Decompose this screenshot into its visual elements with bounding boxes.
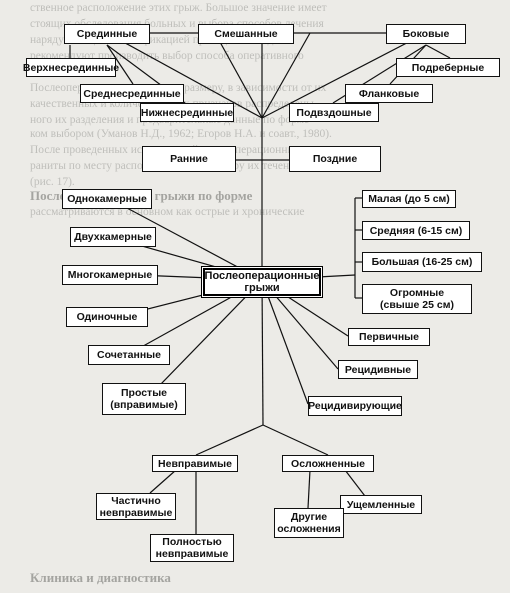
node-srednesredinnye: Среднесрединные <box>80 84 184 103</box>
background-text-line: ком выбором (Уманов Н.Д., 1962; Егоров Н… <box>30 128 332 140</box>
node-podrebernye: Подреберные <box>396 58 500 77</box>
node-chastichno-nevpravimye: Частично невправимые <box>96 493 176 520</box>
node-oslozhnennye: Осложненные <box>282 455 374 472</box>
node-flankovye: Фланковые <box>345 84 433 103</box>
connector-line <box>111 199 263 281</box>
node-retsidivnye: Рецидивные <box>338 360 418 379</box>
node-sredinnye: Срединные <box>64 24 150 44</box>
background-text-line: ственное расположение этих грыж. Большое… <box>30 2 327 14</box>
node-pozdnie: Поздние <box>289 146 381 172</box>
node-srednyaya: Средняя (6-15 см) <box>362 221 470 240</box>
node-uschemlennye: Ущемленные <box>340 495 422 514</box>
connector-line <box>425 44 451 59</box>
connector-line <box>214 32 263 119</box>
background-text-line: Клиника и диагностика <box>30 570 171 585</box>
node-smeshannye: Смешанные <box>198 24 294 44</box>
connector-line <box>149 469 177 494</box>
node-sochetannye: Сочетанные <box>88 345 170 365</box>
connector-line <box>106 32 263 119</box>
node-podvzdoshnye: Подвздошные <box>289 103 379 122</box>
connector-line <box>106 44 134 85</box>
node-mnogokamernye: Многокамерные <box>62 265 158 285</box>
connector-line <box>262 424 329 456</box>
node-nevpravimye: Невправимые <box>152 455 238 472</box>
node-odinochnye: Одиночные <box>66 307 148 327</box>
node-bokovye: Боковые <box>386 24 466 44</box>
node-prostye: Простые (вправимые) <box>102 383 186 415</box>
node-malaya: Малая (до 5 см) <box>362 190 456 208</box>
node-drugie-oslozhneniya: Другие осложнения <box>274 508 344 538</box>
node-ogromnye: Огромные (свыше 25 см) <box>362 284 472 314</box>
connector-line <box>195 424 264 456</box>
node-center-posleoperatsionnye-gryzhi: Послеоперационные грыжи <box>203 268 321 296</box>
node-bolshaya: Большая (16-25 см) <box>362 252 482 272</box>
node-polnostyu-nevpravimye: Полностью невправимые <box>150 534 234 562</box>
node-rannie: Ранние <box>142 146 236 172</box>
node-odnokamernye: Однокамерные <box>62 189 152 209</box>
connector-line <box>307 469 311 509</box>
connector-line <box>261 279 264 426</box>
node-pervichnye: Первичные <box>348 328 430 346</box>
connector-line <box>159 279 263 386</box>
connector-line <box>261 279 309 405</box>
node-verkhnesredinnye: Верхнесрединные <box>23 58 119 77</box>
node-retsidiviruyuschie: Рецидивирующие <box>308 396 402 416</box>
node-nizhnesredinnye: Нижнесрединные <box>140 103 234 122</box>
background-text-line: (рис. 17). <box>30 176 75 188</box>
background-text-line: рассматриваются в основном как острые и … <box>30 206 305 218</box>
connector-line <box>261 32 311 119</box>
node-dvukhkamernye: Двухкамерные <box>70 227 156 247</box>
